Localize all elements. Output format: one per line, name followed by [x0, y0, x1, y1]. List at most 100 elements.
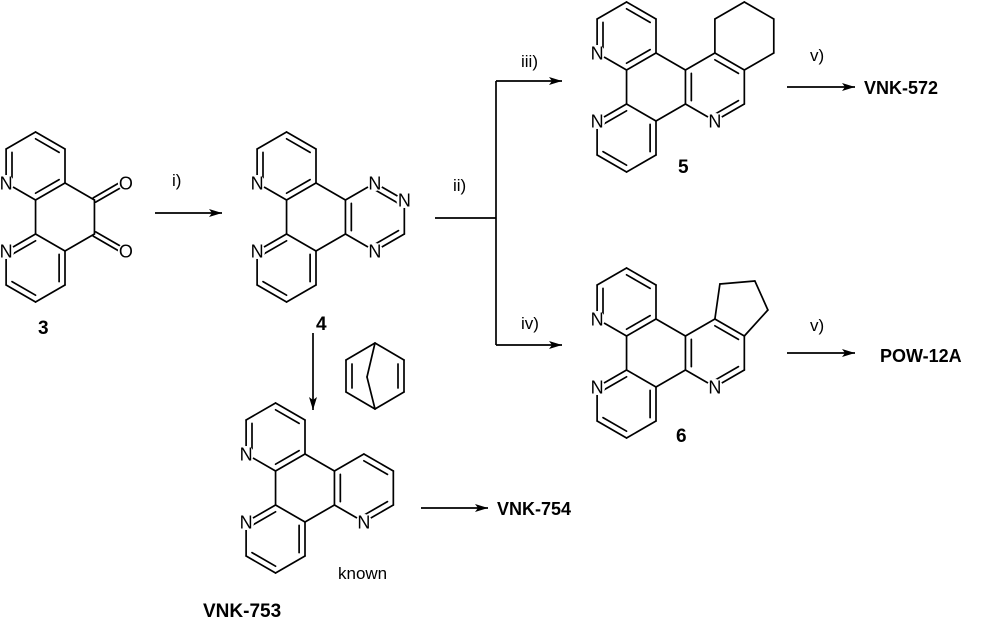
single-bond	[655, 52, 687, 71]
atom-label-mask	[355, 514, 372, 530]
atom-label-mask	[706, 379, 723, 395]
double-bond-inner-line	[363, 500, 389, 517]
double-bond-inner-line	[11, 280, 37, 297]
single-bond	[714, 1, 746, 20]
double-bond-inner-line	[251, 551, 277, 568]
bonds-layer	[5, 1, 775, 574]
pyridine-nitrogen: N	[708, 378, 721, 398]
single-bond	[285, 233, 317, 252]
single-bond	[655, 318, 687, 337]
atom-label-mask	[396, 192, 413, 208]
atom-label-mask	[589, 379, 606, 395]
single-bond	[625, 267, 657, 286]
single-bond	[274, 555, 306, 574]
single-bond	[64, 182, 96, 201]
compound-label-vnk-753: VNK-753	[203, 601, 281, 619]
double-bond-inner-line	[262, 280, 288, 297]
atom-label-mask	[366, 243, 383, 259]
single-bond	[315, 233, 347, 252]
double-bond-inner-line	[625, 48, 651, 65]
double-bond-inner-line	[363, 459, 389, 476]
single-bond	[363, 453, 395, 472]
single-bond	[684, 52, 716, 71]
atom-label-mask	[589, 113, 606, 129]
pyridine-nitrogen: N	[591, 310, 604, 330]
single-bond	[274, 453, 306, 472]
single-bond	[274, 402, 306, 421]
norbornadiene-bond	[345, 342, 376, 361]
single-bond	[596, 267, 628, 286]
double-bond-inner-line	[274, 449, 300, 466]
single-bond	[5, 131, 37, 150]
atom-label-mask	[0, 175, 15, 191]
arrowhead-icon	[549, 341, 562, 349]
single-bond	[304, 504, 336, 523]
single-bond	[285, 131, 317, 150]
arrowhead-icon	[209, 209, 222, 217]
norbornadiene-bond	[366, 376, 376, 410]
atom-label-mask	[238, 446, 255, 462]
product-vnk-572: VNK-572	[864, 78, 938, 98]
pyridine-nitrogen: N	[591, 378, 604, 398]
product-pow-12a: POW-12A	[880, 346, 962, 366]
atom-label-mask	[238, 514, 255, 530]
double-bond-inner-line	[285, 137, 311, 154]
double-bond-inner-line	[602, 109, 628, 126]
cyclopentane-bond	[743, 309, 769, 337]
pyridine-nitrogen: N	[251, 242, 264, 262]
pyridine-nitrogen: N	[591, 112, 604, 132]
single-bond	[274, 504, 306, 523]
double-bond-inner-line	[374, 188, 400, 205]
single-bond	[245, 402, 277, 421]
compound-label-4: 4	[316, 314, 327, 335]
reagent-label-iv: iv)	[521, 314, 539, 333]
atom-label-mask	[0, 243, 15, 259]
single-bond	[625, 318, 657, 337]
norbornadiene-bond	[345, 391, 376, 410]
double-bond-inner-line	[625, 314, 651, 331]
atom-label-mask	[589, 45, 606, 61]
single-bond	[625, 369, 657, 388]
triazine-nitrogen: N	[368, 174, 381, 194]
pyridine-nitrogen: N	[251, 174, 264, 194]
single-bond	[625, 154, 657, 173]
single-bond	[245, 555, 277, 574]
arrows-layer	[155, 77, 855, 512]
pyridine-nitrogen: N	[357, 513, 370, 533]
single-bond	[5, 284, 37, 303]
single-bond	[315, 182, 347, 201]
carbonyl-oxygen: O	[119, 174, 133, 194]
single-bond	[333, 453, 365, 472]
single-bond	[256, 131, 288, 150]
double-bond-inner-line	[34, 137, 60, 154]
pyridine-nitrogen: N	[591, 44, 604, 64]
norbornadiene-bond	[374, 391, 405, 410]
cyclopentane-bond	[754, 280, 769, 311]
single-bond	[34, 182, 66, 201]
arrowhead-icon	[842, 349, 855, 357]
atom-label-mask	[589, 311, 606, 327]
single-bond	[34, 233, 66, 252]
arrowhead-icon	[549, 77, 562, 85]
double-bond-inner-line	[285, 178, 311, 195]
reagent-label-v-bottom: v)	[810, 316, 824, 335]
atom-label-mask	[117, 175, 134, 191]
double-bond-inner-line	[625, 7, 651, 24]
compound-label-5: 5	[678, 157, 689, 178]
single-bond	[743, 52, 775, 71]
norbornadiene-bond	[366, 342, 376, 378]
carbonyl-bond	[92, 182, 120, 199]
reagent-label-v-top: v)	[810, 46, 824, 65]
single-bond	[285, 182, 317, 201]
single-bond	[625, 52, 657, 71]
arrowhead-icon	[842, 83, 855, 91]
single-bond	[596, 420, 628, 439]
arrowhead-icon	[309, 397, 317, 410]
norbornadiene-bond	[374, 342, 405, 361]
known-note: known	[338, 564, 387, 583]
atom-label-mask	[706, 113, 723, 129]
compound-label-3: 3	[38, 318, 49, 339]
pyridine-nitrogen: N	[240, 445, 253, 465]
compound-label-6: 6	[676, 426, 687, 447]
single-bond	[684, 318, 716, 337]
